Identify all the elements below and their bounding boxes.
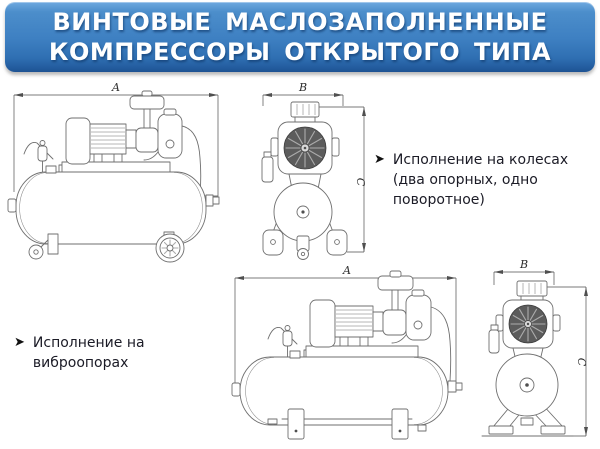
dimension-label-a: A	[342, 264, 351, 277]
bullet-wheels-text: Исполнение на колесах (два опорных, одно…	[392, 152, 569, 208]
dimension-label-b: B	[298, 81, 307, 94]
drawing-wheels-side: A	[7, 81, 220, 263]
dimension-label-a: A	[111, 81, 120, 94]
arrow-bullet-icon: ➤	[374, 152, 385, 167]
bullet-wheels: ➤ Исполнение на колесах (два опорных, од…	[374, 150, 590, 210]
arrow-bullet-icon: ➤	[14, 335, 25, 350]
page-title-line-1: ВИНТОВЫЕ МАСЛОЗАПОЛНЕННЫЕ	[52, 8, 548, 36]
bullet-vibro: ➤ Исполнение на виброопорах	[14, 333, 244, 373]
dimension-label-c: C	[575, 358, 588, 367]
drawing-supports-front: B C	[481, 258, 588, 437]
bullet-vibro-text: Исполнение на виброопорах	[32, 335, 145, 371]
title-banner: ВИНТОВЫЕ МАСЛОЗАПОЛНЕННЫЕ КОМПРЕССОРЫ ОТ…	[5, 2, 595, 72]
drawing-wheels-front: B C	[261, 81, 367, 260]
dimension-label-c: C	[354, 178, 367, 187]
dimension-label-b: B	[519, 258, 528, 271]
drawing-supports-side: A	[231, 264, 463, 440]
page-title-line-2: КОМПРЕССОРЫ ОТКРЫТОГО ТИПА	[48, 38, 552, 66]
